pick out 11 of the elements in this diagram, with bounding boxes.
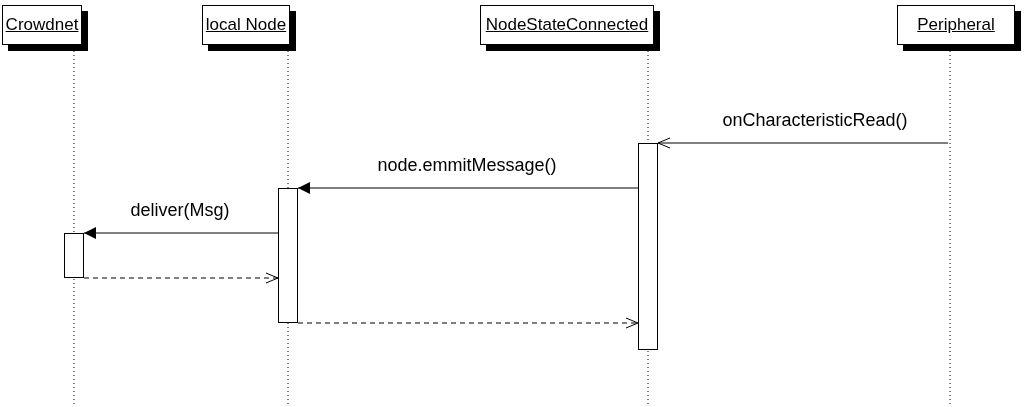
message-arrow — [657, 137, 949, 149]
message-label: node.emmitMessage() — [375, 155, 559, 176]
activation-bar — [64, 233, 84, 278]
message-label: deliver(Msg) — [128, 200, 232, 221]
message-label: onCharacteristicRead() — [720, 110, 910, 131]
activation-bar — [638, 143, 658, 350]
return-arrow — [297, 317, 639, 329]
activation-bar — [278, 188, 298, 323]
return-arrow — [83, 272, 279, 284]
message-arrow — [83, 227, 279, 239]
message-arrow — [297, 182, 639, 194]
